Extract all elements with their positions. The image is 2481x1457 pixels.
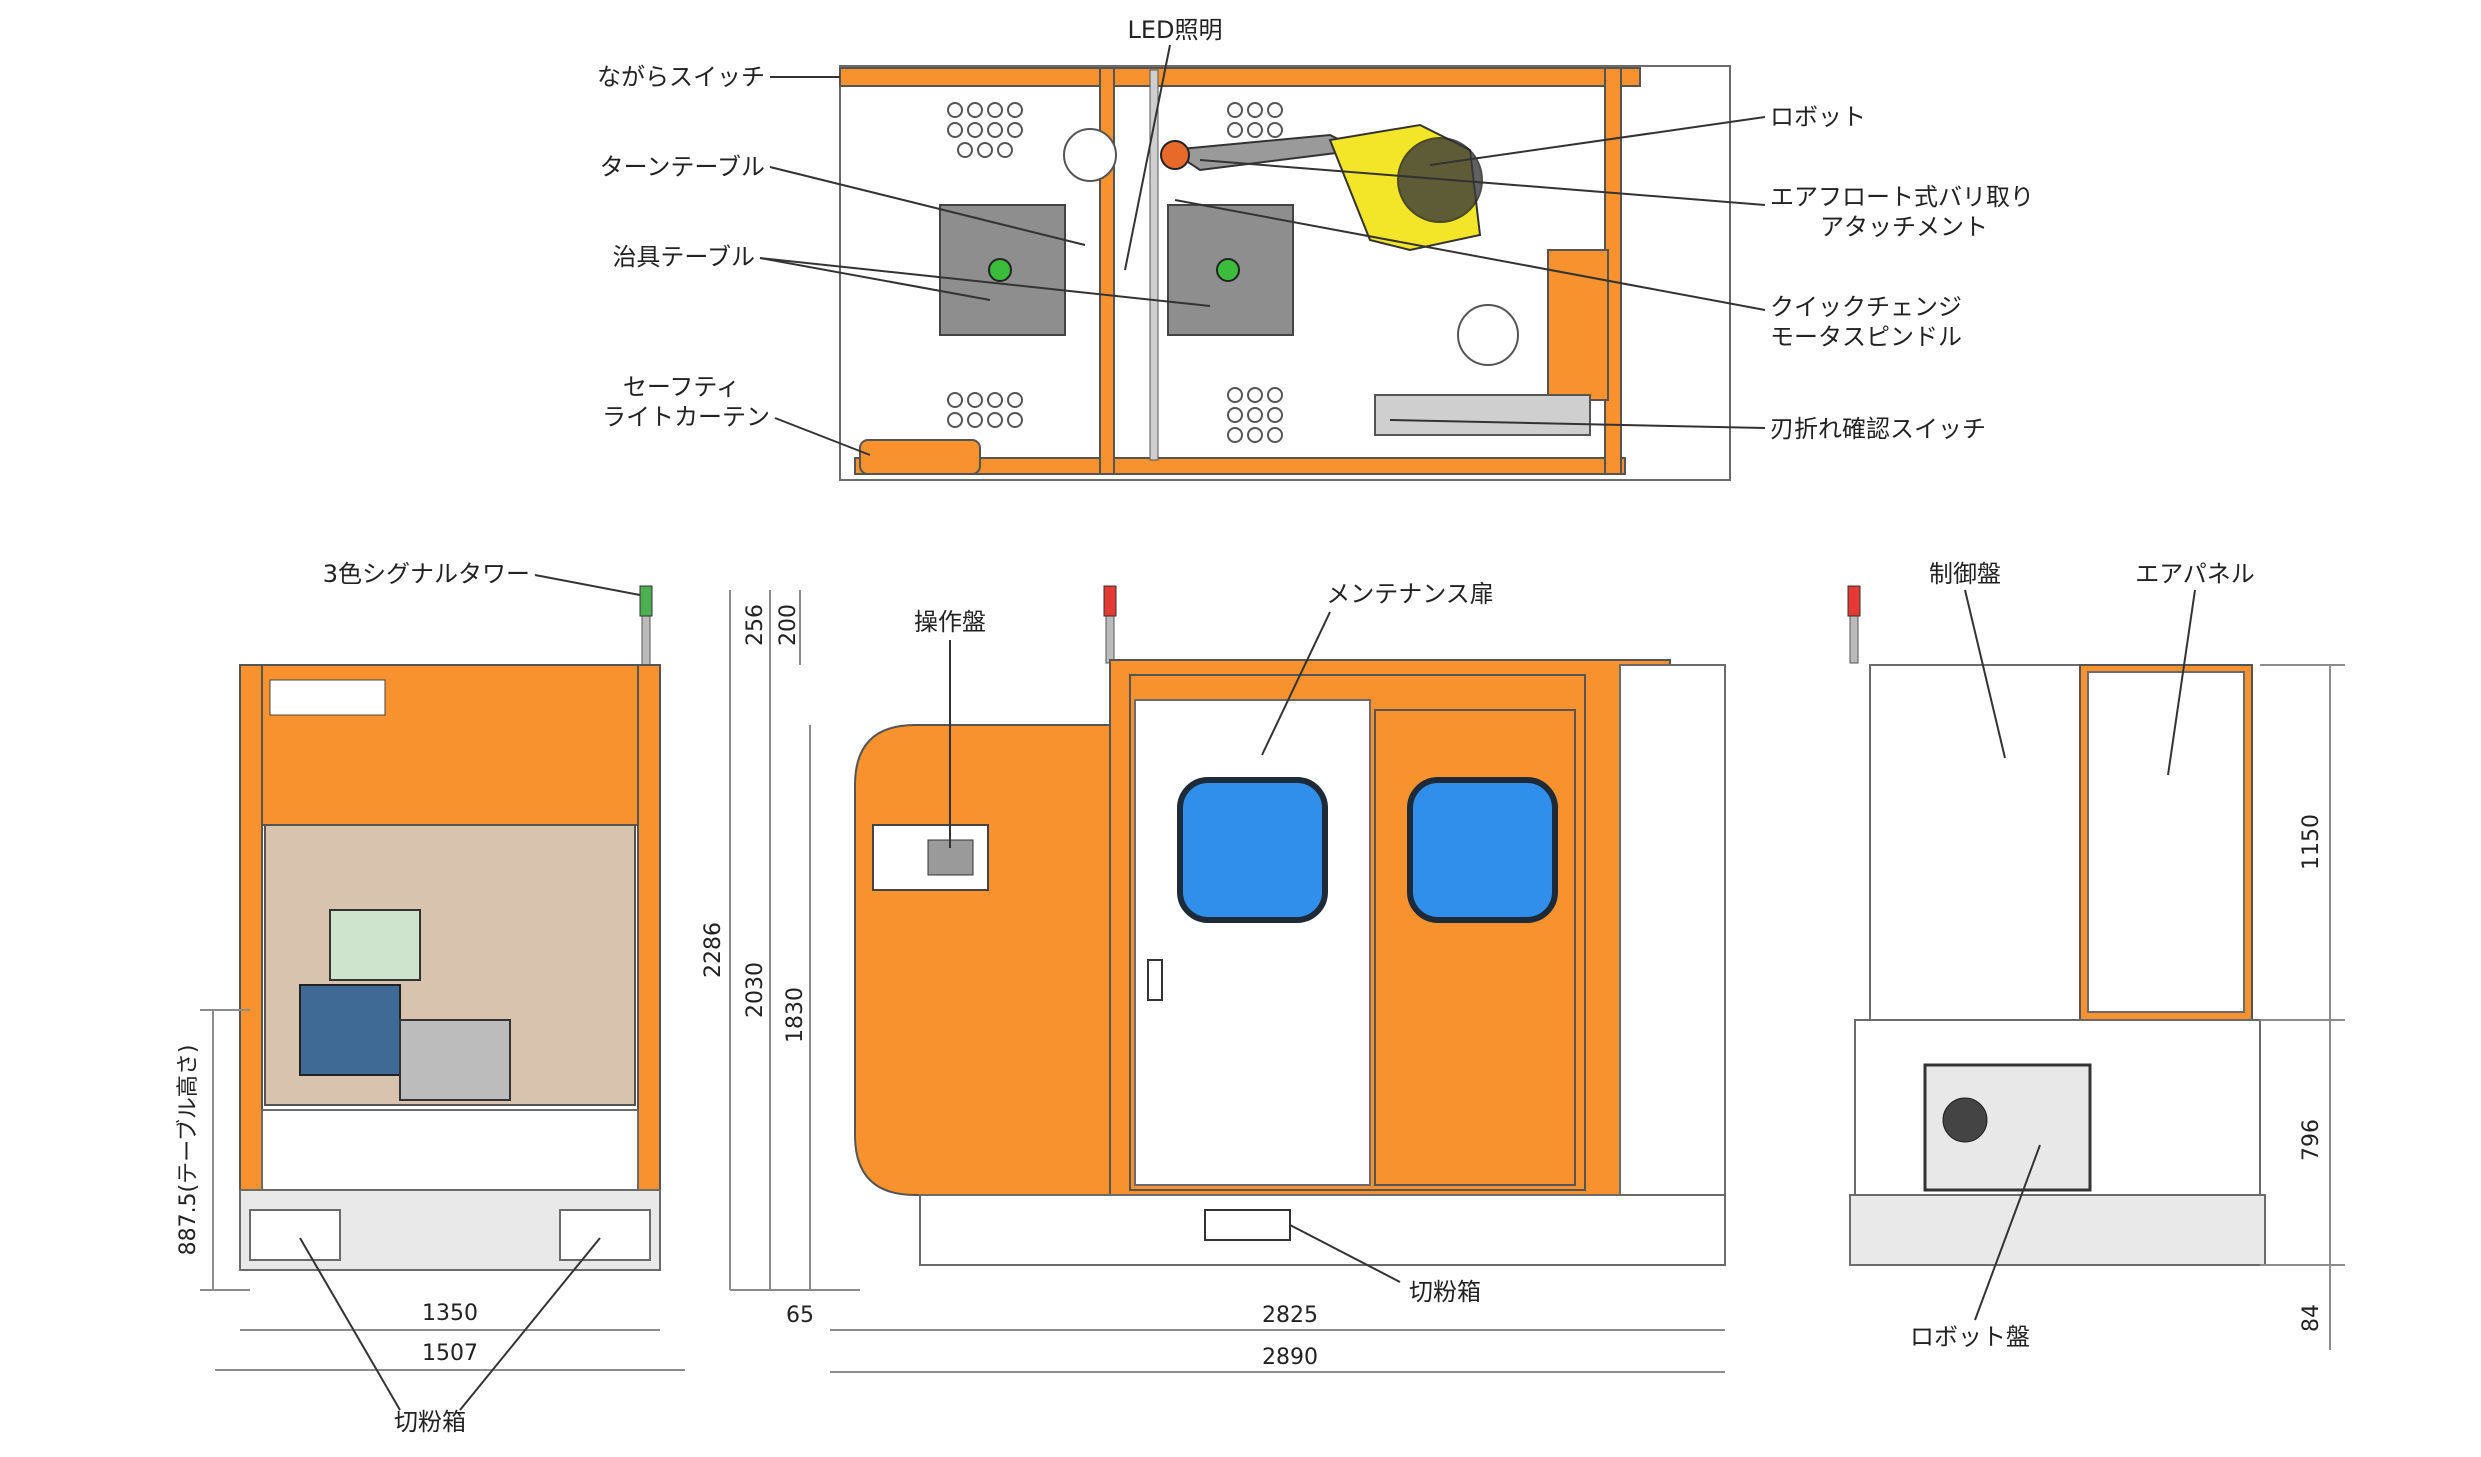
top-round-port-left — [1063, 128, 1117, 182]
dim-table-height: 887.5(テーブル高さ) — [176, 1045, 201, 1256]
dim-side-offset: 65 — [786, 1303, 814, 1328]
rear-tower-lamp — [1847, 585, 1861, 617]
top-view: ながらスイッチ ターンテーブル 治具テーブル セーフティ ライトカーテン LED… — [597, 16, 2034, 481]
label-robot: ロボット — [1770, 103, 1866, 131]
label-blade-switch: 刃折れ確認スイッチ — [1770, 415, 1986, 443]
label-led: LED照明 — [1127, 16, 1222, 44]
side-rear-panel — [1619, 664, 1726, 1201]
jig-clamp-left — [988, 258, 1012, 282]
rear-fan — [1942, 1097, 1988, 1143]
top-safety-curtain-bar — [859, 439, 981, 475]
label-quick-change-2: モータスピンドル — [1770, 323, 1962, 351]
dim-rear-base: 84 — [2299, 1304, 2324, 1332]
side-view: 操作盤 メンテナンス扉 切粉箱 2286 256 200 2030 1830 6… — [701, 580, 1726, 1373]
label-nagara-switch: ながらスイッチ — [597, 63, 765, 91]
dim-front-inner-width: 1350 — [422, 1301, 478, 1326]
top-round-port-right — [1457, 304, 1519, 366]
dim-side-outer-length: 2890 — [1262, 1345, 1318, 1370]
label-safety-2: ライトカーテン — [602, 403, 770, 431]
dim-tower: 256 — [743, 604, 768, 646]
rear-view: 制御盤 エアパネル ロボット盤 1150 796 84 — [1847, 560, 2345, 1351]
dim-tower-body: 200 — [776, 604, 801, 646]
label-air-float-1: エアフロート式バリ取り — [1770, 183, 2034, 211]
label-air-panel: エアパネル — [2135, 560, 2255, 588]
rear-air-panel-inner — [2087, 671, 2245, 1013]
side-door-handle — [1147, 959, 1163, 1001]
front-lower-panel — [261, 1109, 639, 1191]
front-motor — [329, 909, 421, 981]
side-door-left — [1134, 699, 1371, 1186]
label-safety-1: セーフティ — [623, 373, 740, 401]
label-chip-box-side: 切粉箱 — [1409, 1278, 1481, 1306]
side-base — [919, 1194, 1726, 1266]
front-right-post — [637, 664, 661, 1191]
label-signal-tower: 3色シグナルタワー — [323, 560, 530, 588]
rear-control-panel — [1869, 664, 2081, 1021]
front-left-post — [239, 664, 263, 1191]
label-jig-table: 治具テーブル — [612, 243, 755, 271]
dim-rear-upper: 1150 — [2299, 814, 2324, 870]
label-air-float-2: アタッチメント — [1820, 213, 1988, 241]
front-turntable-unit — [399, 1019, 511, 1101]
side-window-left — [1177, 777, 1328, 923]
side-tower-lamp — [1103, 585, 1117, 617]
top-vent-holes — [947, 102, 1283, 443]
side-body-curve — [854, 724, 1121, 1196]
top-spindle-rail — [1547, 249, 1609, 401]
label-turntable: ターンテーブル — [600, 153, 765, 181]
label-robot-panel: ロボット盤 — [1910, 1323, 2030, 1351]
top-orange-rail-top — [839, 67, 1641, 87]
dim-door-height: 1830 — [783, 987, 808, 1043]
label-chip-box-front: 切粉箱 — [394, 1408, 466, 1436]
label-operation-panel: 操作盤 — [914, 608, 986, 636]
blade-switch-unit — [1374, 394, 1591, 436]
top-orange-post-left — [1099, 67, 1115, 475]
front-tower-lamp — [639, 585, 653, 617]
front-view: 3色シグナルタワー 887.5(テーブル高さ) 1350 1507 切粉箱 — [176, 560, 685, 1436]
label-maintenance-door: メンテナンス扉 — [1326, 580, 1494, 608]
front-gauge-strip — [269, 679, 386, 716]
label-quick-change-1: クイックチェンジ — [1770, 293, 1962, 321]
front-chip-box-left — [249, 1209, 341, 1261]
dim-front-outer-width: 1507 — [422, 1341, 478, 1366]
robot-spindle — [1160, 140, 1190, 170]
side-chip-drawer — [1204, 1209, 1291, 1241]
jig-clamp-right — [1216, 258, 1240, 282]
label-control-panel: 制御盤 — [1929, 560, 2001, 588]
side-window-right — [1407, 777, 1558, 923]
front-chip-box-right — [559, 1209, 651, 1261]
dim-rear-lower: 796 — [2299, 1119, 2324, 1161]
dim-total-height: 2286 — [701, 922, 726, 978]
rear-base — [1849, 1194, 2266, 1266]
front-spindle-block — [299, 984, 401, 1076]
dim-side-inner-length: 2825 — [1262, 1303, 1318, 1328]
top-orange-rail-bottom — [854, 457, 1626, 475]
dim-body-height: 2030 — [743, 962, 768, 1018]
top-led-bar — [1149, 69, 1159, 461]
